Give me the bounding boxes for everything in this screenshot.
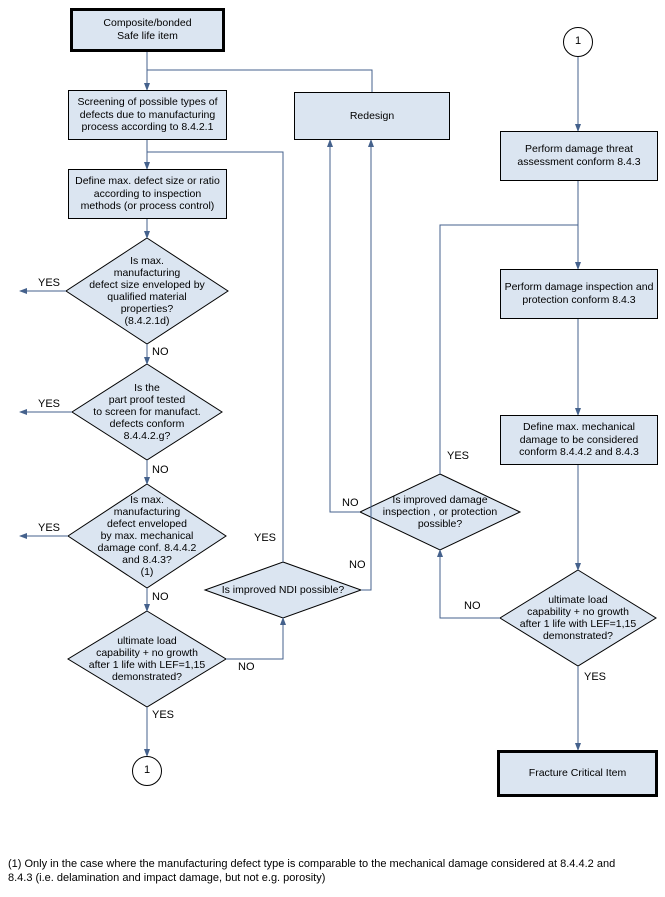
edge-ndi-no-to-redesign — [361, 139, 374, 591]
edge-label-dmg-yes: YES — [447, 450, 470, 462]
edge-label-d1-yes: YES — [38, 277, 61, 289]
decision-load-capability-right: ultimate load capability + no growth aft… — [519, 593, 637, 643]
node-define-defect-size: Define max. defect size or ratio accordi… — [68, 169, 227, 219]
decision-load-capability-left: ultimate load capability + no growth aft… — [88, 634, 206, 684]
edge-d5-no-to-dmg — [437, 549, 500, 619]
node-damage-threat-assessment: Perform damage threat assessment conform… — [500, 131, 658, 181]
edge-d4-no-to-ndi — [226, 617, 286, 660]
connector-circle-top: 1 — [563, 27, 593, 57]
footnote: (1) Only in the case where the manufactu… — [8, 858, 616, 884]
edge-label-ndi-no: NO — [349, 559, 366, 571]
node-define-mechanical-damage: Define max. mechanical damage to be cons… — [500, 415, 658, 465]
decision-defect-vs-damage: Is max. manufacturing defect enveloped b… — [97, 493, 197, 579]
node-screening: Screening of possible types of defects d… — [68, 90, 227, 140]
decision-improved-ndi: Is improved NDI possible? — [221, 583, 345, 596]
connector-circle-bottom: 1 — [132, 756, 162, 786]
edge-label-d4-no: NO — [238, 661, 255, 673]
node-redesign: Redesign — [294, 92, 450, 140]
decision-proof-tested: Is the part proof tested to screen for m… — [93, 381, 201, 443]
edge-dmg-yes-loop — [439, 224, 578, 474]
node-fracture-critical-item: Fracture Critical Item — [497, 750, 658, 797]
decision-defect-enveloped: Is max. manufacturing defect size envelo… — [89, 254, 205, 328]
edge-redesign-return-loop — [147, 69, 373, 92]
node-damage-inspection-protection: Perform damage inspection and protection… — [500, 269, 658, 319]
edge-label-d5-no: NO — [464, 600, 481, 612]
node-start: Composite/bonded Safe life item — [70, 8, 225, 52]
edge-label-dmg-no: NO — [342, 497, 359, 509]
edge-label-d2-yes: YES — [38, 398, 61, 410]
edge-label-d4-yes: YES — [152, 709, 175, 721]
edge-label-d3-yes: YES — [38, 522, 61, 534]
decision-improved-damage-inspection: Is improved damage inspection , or prote… — [382, 493, 498, 531]
edge-dmg-no-to-redesign — [327, 139, 360, 513]
edge-label-ndi-yes: YES — [254, 532, 277, 544]
edge-label-d3-no: NO — [152, 591, 169, 603]
edge-label-d1-no: NO — [152, 346, 169, 358]
edge-label-d5-yes: YES — [584, 671, 607, 683]
edge-label-d2-no: NO — [152, 464, 169, 476]
edge-ndi-yes-loop — [147, 151, 284, 562]
